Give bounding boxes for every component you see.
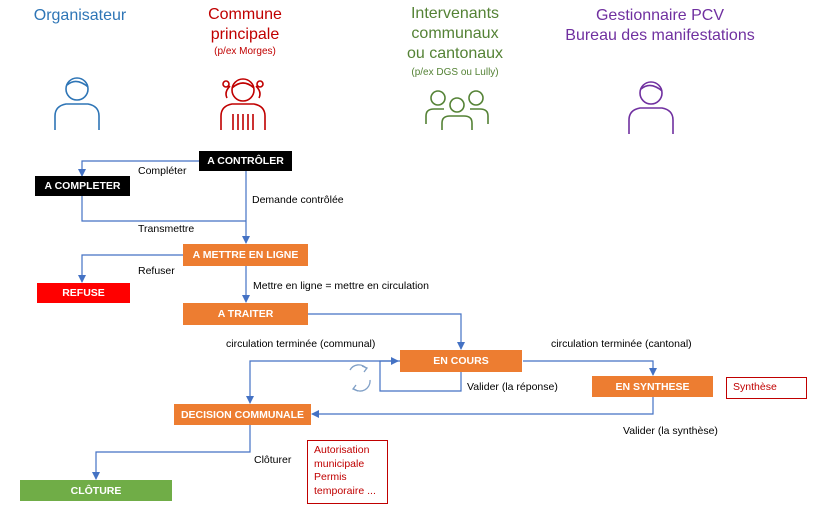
state-a-controler: A CONTRÔLER [199, 151, 292, 171]
person-icon [628, 81, 674, 134]
state-refuse: REFUSE [37, 283, 130, 303]
connector-a-traiter-en-cours [308, 313, 465, 350]
role-commune-title-line2: principale [210, 26, 280, 43]
role-intervenants-title-line2: communaux [411, 25, 499, 42]
label-completer: Compléter [138, 165, 187, 177]
state-en-cours: EN COURS [400, 350, 522, 372]
label-valider-reponse: Valider (la réponse) [467, 381, 558, 393]
label-transmettre: Transmettre [138, 223, 195, 235]
connector-transmettre [81, 196, 246, 222]
role-gestionnaire-title-line1: Gestionnaire PCV [595, 7, 725, 24]
cycle-icon [349, 364, 371, 392]
label-cloturer: Clôturer [254, 454, 292, 466]
role-intervenants-subtitle: (p/ex DGS ou Lully) [411, 67, 499, 78]
role-gestionnaire-title: Gestionnaire PCV Bureau des manifestatio… [555, 6, 765, 46]
label-demande-controlee: Demande contrôlée [252, 194, 344, 206]
role-intervenants-title: Intervenants communaux ou cantonaux [390, 4, 520, 64]
connector-circulation-cantonal [523, 360, 657, 376]
connector-completer [78, 160, 199, 177]
label-circulation-cantonal: circulation terminée (cantonal) [551, 338, 692, 350]
role-commune-title: Commune principale [185, 5, 305, 45]
role-intervenants-title-line1: Intervenants [410, 5, 500, 22]
state-cloture: CLÔTURE [20, 480, 172, 501]
connector-circulation-communal [246, 360, 400, 404]
label-mettre-en-ligne: Mettre en ligne = mettre en circulation [253, 280, 429, 292]
state-decision-communale: DECISION COMMUNALE [174, 404, 311, 425]
label-circulation-communal: circulation terminée (communal) [226, 338, 376, 350]
label-valider-synthese: Valider (la synthèse) [623, 425, 718, 437]
note-autorisation: Autorisation municipale Permis temporair… [307, 440, 388, 504]
state-en-synthese: EN SYNTHESE [592, 376, 713, 397]
note-autorisation-line2: municipale [314, 457, 365, 470]
connector-cloturer [92, 425, 251, 480]
note-autorisation-line3: Permis [314, 471, 347, 483]
role-commune-title-line1: Commune [208, 6, 282, 23]
state-a-traiter: A TRAITER [183, 303, 308, 325]
role-commune-subtitle: (p/ex Morges) [214, 46, 276, 57]
state-a-mettre-en-ligne: A METTRE EN LIGNE [183, 244, 308, 266]
group-icon [425, 90, 489, 130]
connector-valider-synthese [311, 397, 654, 418]
note-autorisation-line1: Autorisation [314, 444, 370, 456]
person-icon [54, 77, 100, 130]
label-refuser: Refuser [138, 265, 175, 277]
role-organisateur-title: Organisateur [33, 7, 127, 24]
state-a-completer: A COMPLETER [35, 176, 130, 196]
note-autorisation-line4: temporaire ... [314, 484, 376, 497]
role-intervenants-title-line3: ou cantonaux [406, 45, 504, 62]
connector-refuser [78, 254, 183, 283]
note-synthese: Synthèse [726, 377, 807, 399]
role-gestionnaire-title-line2: Bureau des manifestations [565, 27, 755, 44]
person-female-icon [220, 78, 266, 130]
connector-valider-reponse [379, 357, 462, 392]
